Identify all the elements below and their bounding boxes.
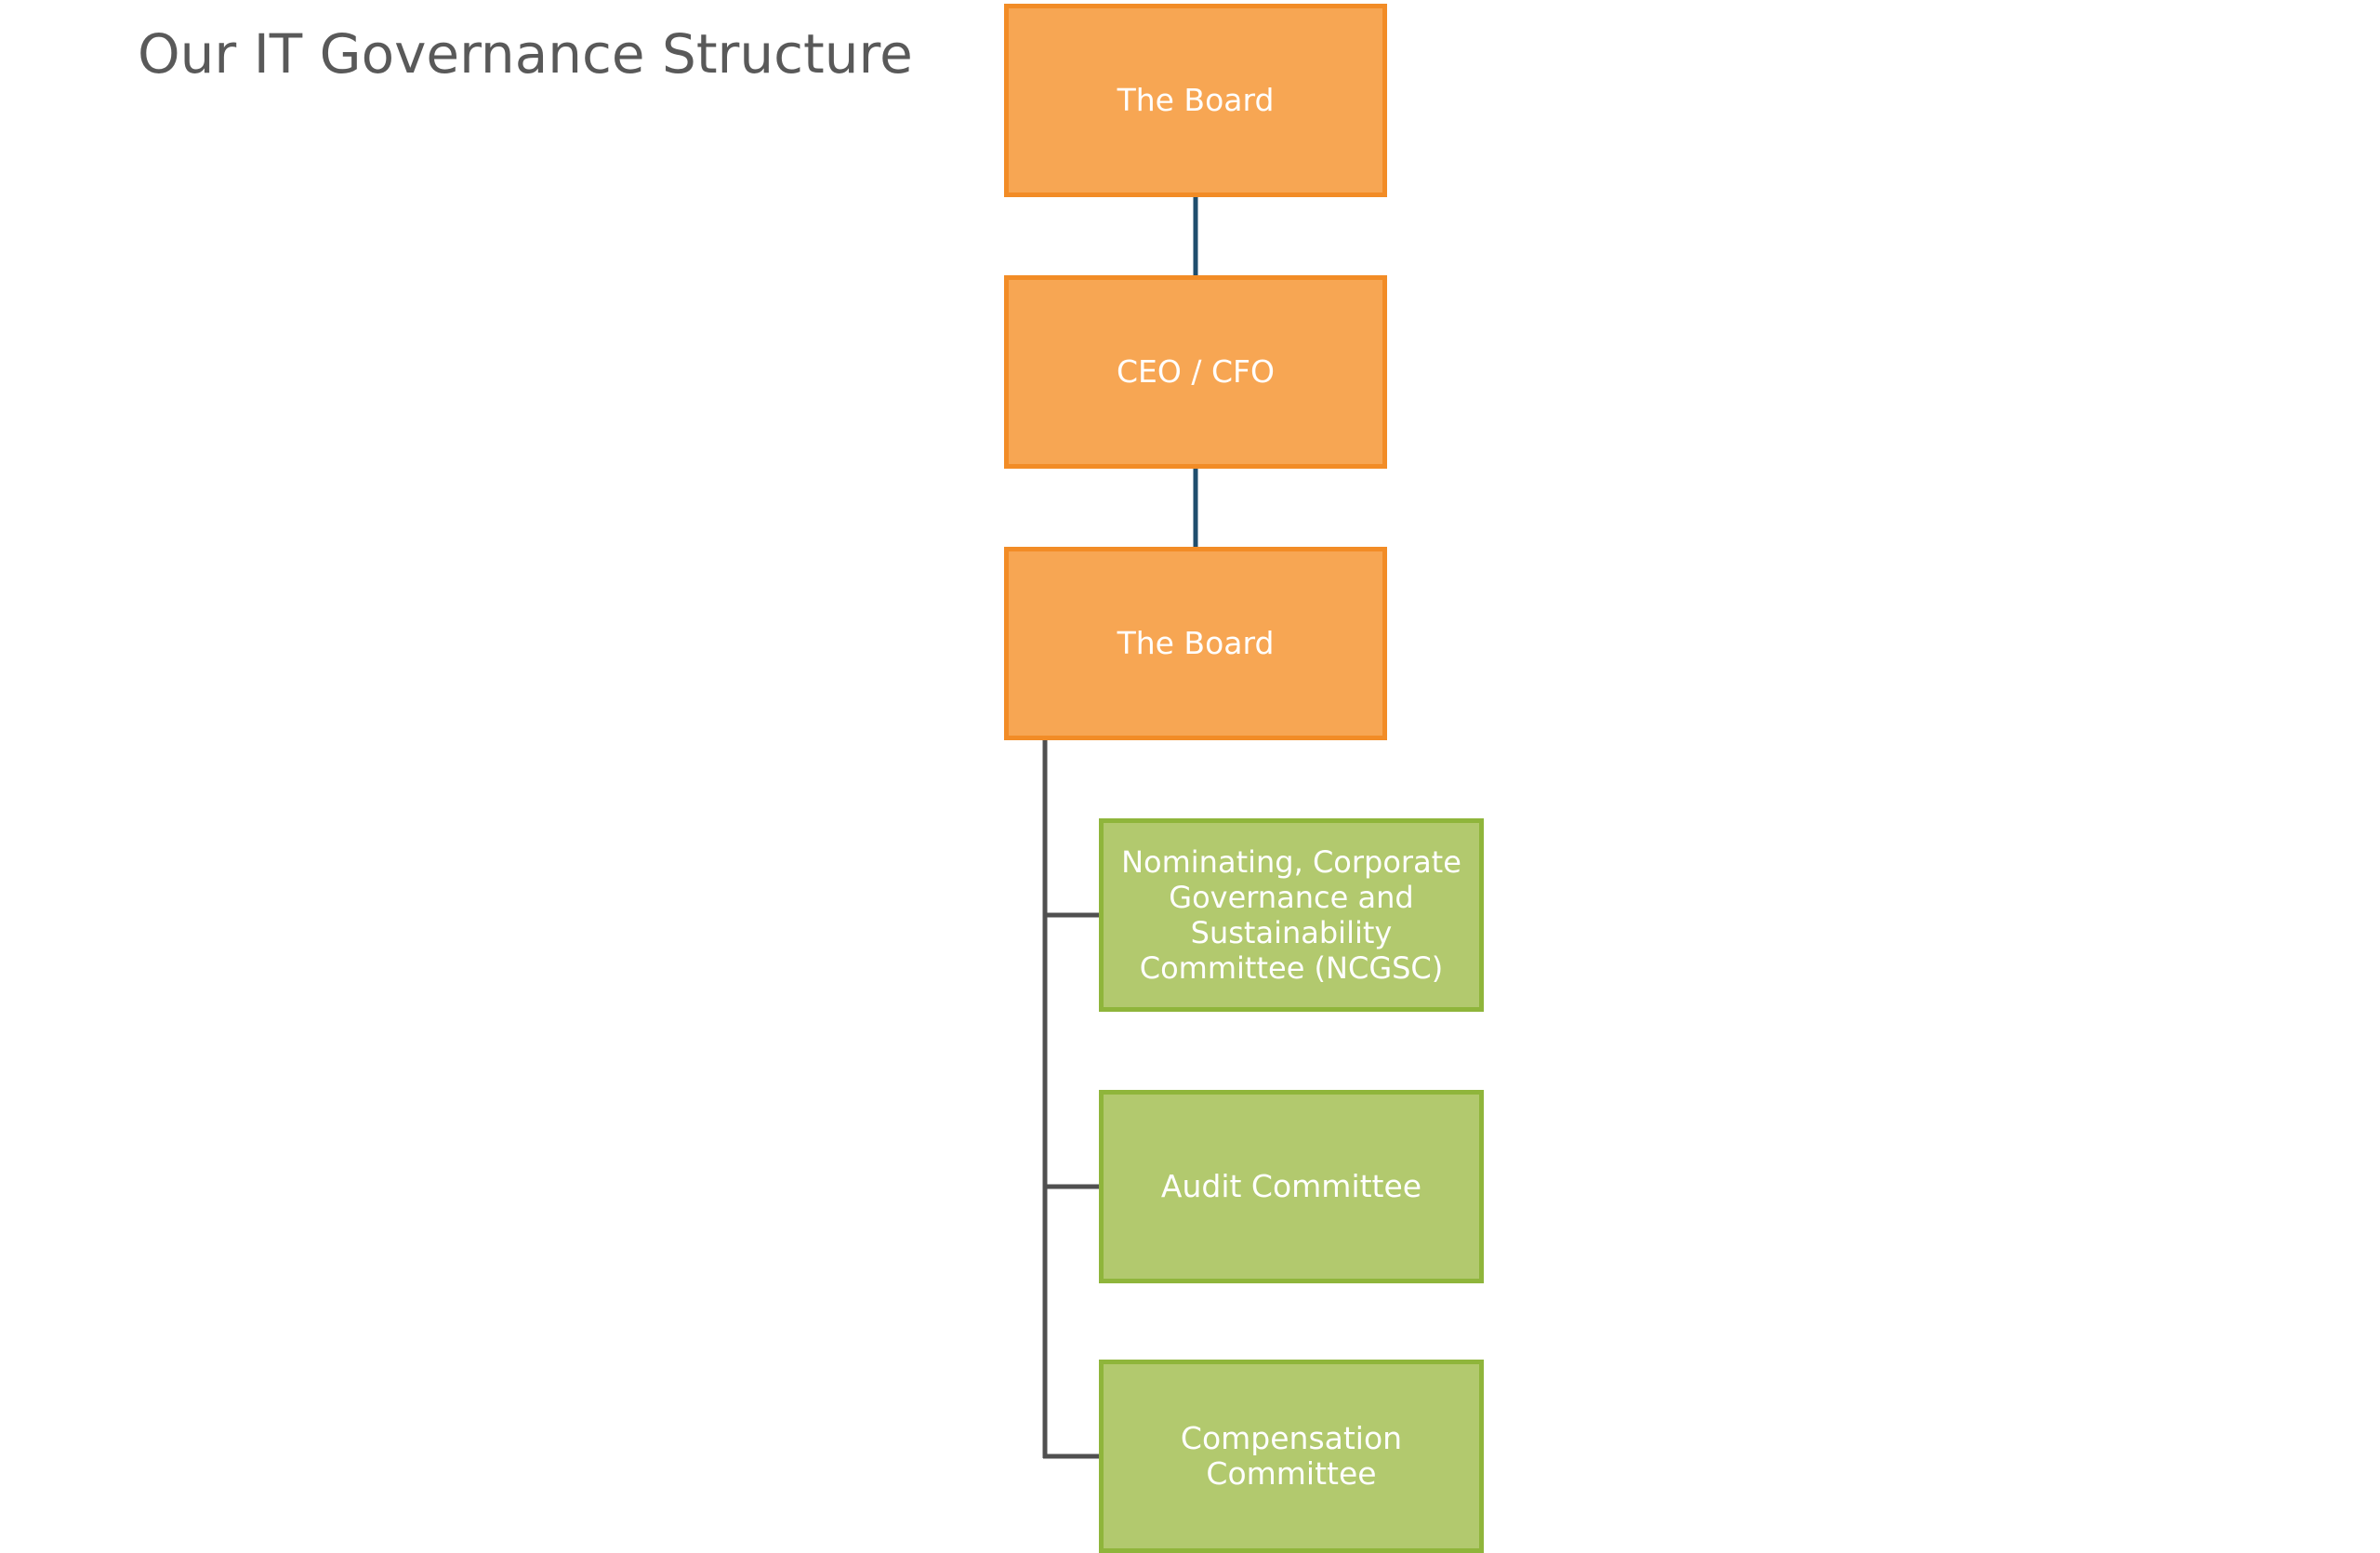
node-label: The Board [1117, 625, 1275, 661]
node-label: Compensation Committee [1180, 1420, 1403, 1492]
page-title: Our IT Governance Structure [138, 22, 913, 86]
node-audit-committee[interactable]: Audit Committee [1099, 1090, 1484, 1283]
node-label: The Board [1117, 82, 1275, 118]
node-ceo-cfo[interactable]: CEO / CFO [1004, 275, 1387, 469]
node-the-board-top[interactable]: The Board [1004, 4, 1387, 197]
node-compensation-committee[interactable]: Compensation Committee [1099, 1360, 1484, 1553]
node-label: Audit Committee [1160, 1168, 1422, 1204]
node-label: Nominating, Corporate Governance and Sus… [1121, 844, 1461, 986]
node-the-board-lower[interactable]: The Board [1004, 547, 1387, 740]
node-ncgsc[interactable]: Nominating, Corporate Governance and Sus… [1099, 818, 1484, 1012]
node-label: CEO / CFO [1117, 353, 1275, 390]
